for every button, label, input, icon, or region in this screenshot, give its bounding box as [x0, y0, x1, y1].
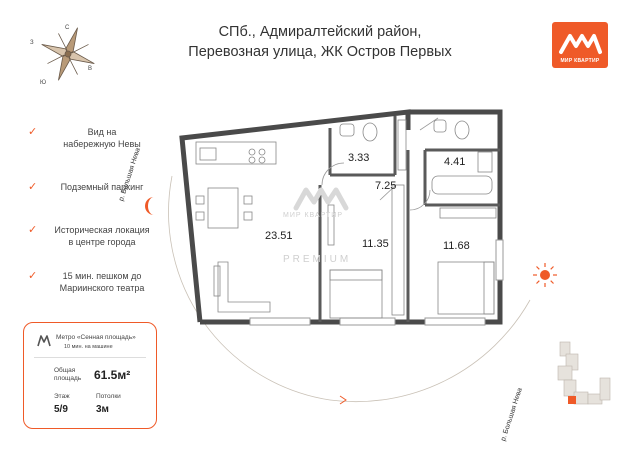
watermark-logo-icon: [293, 187, 349, 211]
ceiling-label: Потолки: [96, 393, 121, 400]
page-title: СПб., Адмиралтейский район, Перевозная у…: [150, 22, 490, 62]
compass-rose-icon: [41, 27, 95, 81]
feature-text: Подземный паркинг: [60, 182, 144, 192]
feature-item: ✓ Историческая локация в центре города: [28, 224, 168, 250]
sun-icon: [533, 263, 557, 287]
divider: [34, 357, 146, 358]
arc-arrow-icon: [339, 395, 347, 405]
ceiling-value: 3м: [96, 404, 109, 415]
sunset-icon: [145, 197, 154, 215]
area-label: Общая площадь: [54, 367, 81, 383]
room-area-bathroom-large: 4.41: [444, 156, 466, 168]
compass-west-label: З: [30, 40, 34, 46]
room-area-bedroom-middle: 11.35: [362, 238, 389, 250]
area-label-line-1: Общая: [54, 367, 76, 374]
check-icon: ✓: [28, 181, 38, 193]
building-marker: [568, 396, 576, 404]
check-icon: ✓: [28, 224, 38, 236]
feature-text: 15 мин. пешком до: [62, 271, 142, 281]
floor-value: 5/9: [54, 404, 68, 415]
compass-north-label: С: [65, 25, 70, 31]
title-line-2: Перевозная улица, ЖК Остров Первых: [188, 44, 452, 60]
feature-item: ✓ 15 мин. пешком до Мариинского театра: [28, 270, 168, 296]
feature-text: Вид на: [87, 127, 117, 137]
compass-rose: С Ю З В: [28, 22, 108, 86]
area-value: 61.5м²: [94, 368, 131, 382]
metro-icon: [37, 335, 51, 347]
check-icon: ✓: [28, 126, 38, 138]
compass-east-label: В: [88, 66, 93, 72]
metro-time: 10 мин. на машине: [64, 344, 113, 350]
compass-south-label: Ю: [40, 80, 47, 86]
watermark-text: МИР КВАРТИР: [283, 212, 343, 219]
building-location-map: [557, 341, 611, 405]
logo-mark-icon: [559, 34, 602, 54]
check-icon: ✓: [28, 270, 38, 282]
floor-label: Этаж: [54, 393, 70, 400]
feature-text: в центре города: [68, 237, 136, 247]
room-area-hallway: 7.25: [375, 180, 397, 192]
feature-text: Историческая локация: [54, 225, 150, 235]
watermark-text: PREMIUM: [283, 254, 352, 265]
feature-text: набережную Невы: [63, 139, 141, 149]
info-card: Метро «Сенная площадь» 10 мин. на машине…: [23, 322, 157, 429]
feature-item: ✓ Подземный паркинг: [28, 181, 168, 195]
title-line-1: СПб., Адмиралтейский район,: [218, 24, 422, 40]
room-area-bedroom-right: 11.68: [443, 240, 470, 252]
area-label-line-2: площадь: [54, 375, 82, 382]
metro-name: Метро «Сенная площадь»: [56, 334, 136, 341]
feature-text: Мариинского театра: [59, 283, 145, 293]
feature-item: ✓ Вид на набережную Невы: [28, 126, 168, 152]
brand-logo: МИР КВАРТИР: [552, 22, 608, 68]
logo-text: МИР КВАРТИР: [560, 58, 600, 64]
room-area-bathroom-small: 3.33: [348, 152, 370, 164]
room-area-kitchen-living: 23.51: [265, 230, 293, 242]
